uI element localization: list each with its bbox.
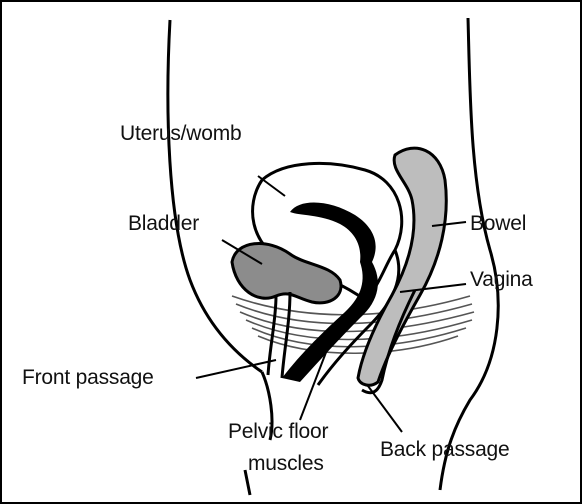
label-vagina: Vagina — [470, 268, 533, 292]
label-bowel: Bowel — [470, 212, 526, 236]
body-outline-left — [168, 20, 262, 372]
label-pelvic-floor-line2: muscles — [248, 452, 324, 476]
label-uterus: Uterus/womb — [120, 122, 242, 146]
label-front-passage: Front passage — [22, 366, 154, 390]
label-back-passage: Back passage — [380, 438, 510, 462]
label-bladder: Bladder — [128, 212, 199, 236]
body-outline-right — [440, 18, 498, 490]
urethra — [268, 292, 290, 378]
label-pelvic-floor-line1: Pelvic floor — [228, 420, 328, 444]
